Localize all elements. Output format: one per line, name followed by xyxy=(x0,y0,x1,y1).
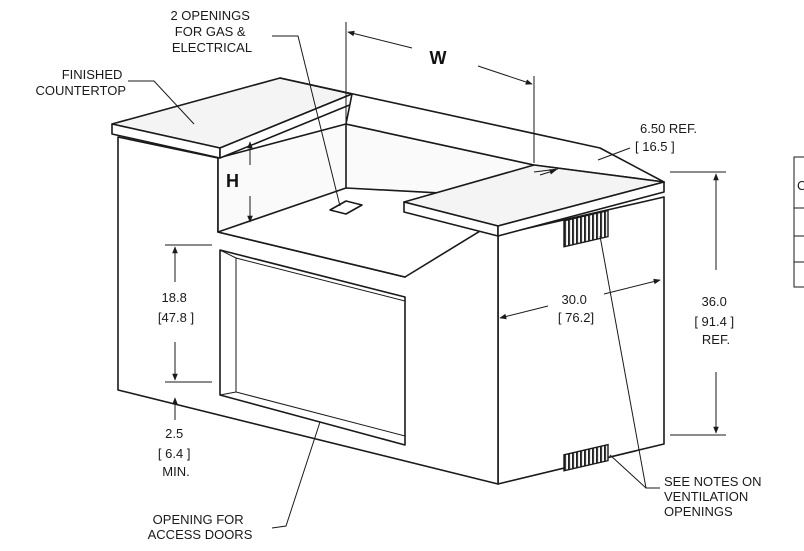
w-dim-right xyxy=(477,65,533,85)
label-ref-depth: 6.50 REF. [ 16.5 ] xyxy=(635,121,701,154)
table-header: C xyxy=(797,178,804,193)
partial-table: C xyxy=(793,156,804,288)
label-depth: 30.0 [ 76.2] xyxy=(558,292,594,325)
label-width: W xyxy=(430,48,447,68)
dim-30-right xyxy=(603,278,661,295)
access-door-opening xyxy=(219,249,406,446)
lower-vent xyxy=(563,443,609,472)
gas-leader xyxy=(272,35,341,207)
ref-leader xyxy=(597,147,631,161)
door-bevel-1 xyxy=(219,249,237,259)
access-door-leader xyxy=(271,421,321,529)
label-finished-countertop: FINISHED COUNTERTOP xyxy=(35,67,126,98)
label-total-height: 36.0 [ 91.4 ] REF. xyxy=(694,294,737,347)
vent-leader-lower xyxy=(609,454,660,489)
label-vent-notes: SEE NOTES ON VENTILATION OPENINGS xyxy=(664,474,765,519)
gas-electrical-opening xyxy=(329,200,363,215)
ref-dim-arrow xyxy=(539,169,557,176)
w-dim-left xyxy=(347,30,413,49)
door-bevel-2 xyxy=(219,391,237,396)
table-frame xyxy=(793,156,804,288)
dim-30-left xyxy=(499,305,549,320)
upper-vent xyxy=(563,209,609,248)
label-door-height: 18.8 [47.8 ] xyxy=(158,290,194,325)
label-base-min: 2.5 [ 6.4 ] MIN. xyxy=(158,426,194,479)
label-gas-openings: 2 OPENINGS FOR GAS & ELECTRICAL xyxy=(170,8,253,55)
label-height: H xyxy=(226,171,239,191)
right-countertop-side-edge xyxy=(497,181,665,237)
label-access-doors: OPENING FOR ACCESS DOORS xyxy=(148,512,253,542)
access-door-inner xyxy=(235,257,406,437)
countertop-leader xyxy=(128,80,195,125)
